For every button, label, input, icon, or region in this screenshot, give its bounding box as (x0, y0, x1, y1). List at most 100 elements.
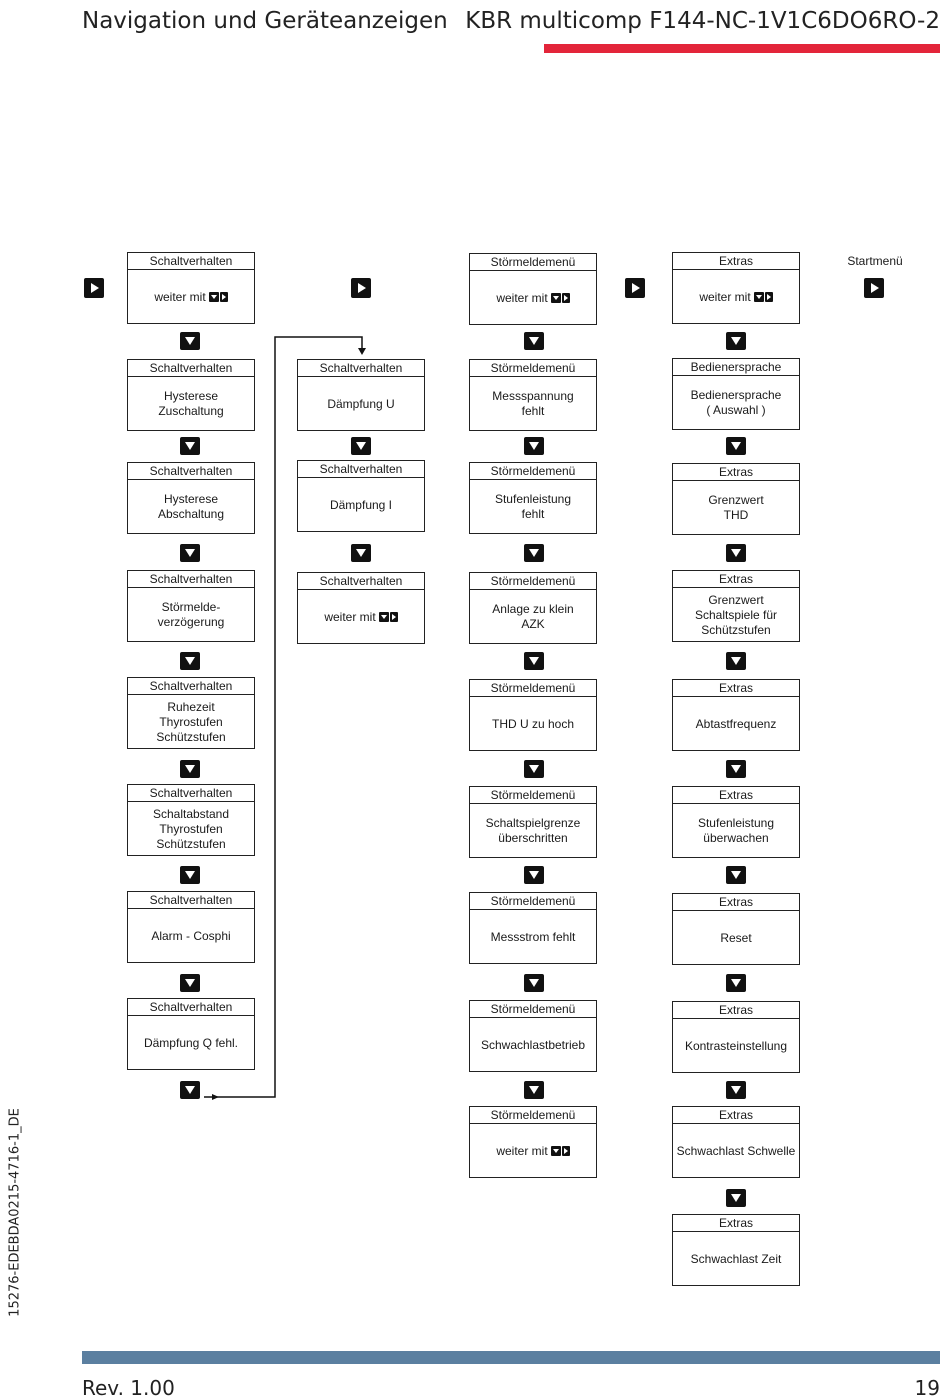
nav-hint-text: weiter mit (154, 289, 206, 304)
menu-screen-title: Extras (673, 464, 799, 481)
down-arrow-key-icon (524, 760, 544, 778)
menu-screen-body: weiter mit (470, 271, 596, 325)
down-arrow-key-icon (180, 866, 200, 884)
menu-screen-body: Abtastfrequenz (695, 716, 777, 731)
menu-screen-body: Dämpfung Q fehl. (143, 1035, 239, 1050)
down-arrow-key-icon (351, 544, 371, 562)
menu-screen-title: Störmeldemenü (470, 360, 596, 377)
down-arrow-key-icon (524, 652, 544, 670)
menu-screen-body: Reset (720, 930, 752, 945)
right-key-icon (764, 292, 773, 302)
menu-screen-title: Störmeldemenü (470, 787, 596, 804)
nav-hint-text: weiter mit (324, 609, 376, 624)
right-arrow-key-icon (625, 278, 645, 298)
menu-screen-body: Hysterese Abschaltung (157, 492, 225, 521)
menu-screen-body: Schwachlast Zeit (690, 1251, 782, 1266)
menu-screen-title: Schaltverhalten (128, 892, 254, 909)
menu-screen-body: Hysterese Zuschaltung (158, 389, 224, 418)
menu-screen-title: Schaltverhalten (128, 999, 254, 1016)
menu-screen-title: Extras (673, 894, 799, 911)
revision-label: Rev. 1.00 (82, 1376, 175, 1400)
menu-screen-body: Ruhezeit Thyrostufen Schützstufen (156, 699, 226, 744)
menu-screen-title: Störmeldemenü (470, 573, 596, 590)
menu-screen-title: Bedienersprache (673, 359, 799, 376)
down-key-icon (753, 292, 764, 302)
menu-screen-title: Störmeldemenü (470, 254, 596, 271)
menu-screen-body: weiter mit (673, 270, 799, 324)
down-arrow-key-icon (180, 974, 200, 992)
menu-screen-title: Störmeldemenü (470, 463, 596, 480)
menu-screen-title: Schaltverhalten (128, 360, 254, 377)
menu-screen-title: Störmeldemenü (470, 1001, 596, 1018)
menu-screen-title: Extras (673, 680, 799, 697)
menu-screen-body: Dämpfung U (327, 396, 395, 411)
down-arrow-key-icon (524, 1081, 544, 1099)
page-header-title: Navigation und Geräteanzeigen (82, 8, 448, 34)
down-arrow-key-icon (726, 544, 746, 562)
menu-screen-title: Extras (673, 787, 799, 804)
menu-screen-title: Extras (673, 1002, 799, 1019)
menu-screen-body: Alarm - Cosphi (151, 928, 231, 943)
menu-screen-body: Messspannung fehlt (492, 389, 574, 418)
menu-screen-body: Schaltspielgrenze überschritten (485, 816, 581, 845)
menu-screen-title: Extras (673, 1107, 799, 1124)
device-model-title: KBR multicomp F144-NC-1V1C6DO6RO-2 (465, 8, 940, 34)
down-arrow-key-icon (180, 760, 200, 778)
right-key-icon (561, 1146, 570, 1156)
right-key-icon (561, 293, 570, 303)
right-arrow-key-icon (864, 278, 884, 298)
menu-screen-body: THD U zu hoch (491, 716, 575, 731)
menu-screen-title: Extras (673, 571, 799, 588)
down-arrow-key-icon (726, 1081, 746, 1099)
nav-hint-text: weiter mit (496, 1143, 548, 1158)
menu-screen-title: Störmeldemenü (470, 893, 596, 910)
nav-hint-text: weiter mit (496, 290, 548, 305)
startmenu-label: Startmenü (847, 254, 903, 268)
right-arrow-key-icon (84, 278, 104, 298)
menu-screen-body: Anlage zu klein AZK (492, 602, 574, 631)
down-arrow-key-icon (180, 332, 200, 350)
menu-screen-title: Schaltverhalten (128, 463, 254, 480)
menu-screen-title: Extras (673, 1215, 799, 1232)
menu-screen-title: Störmeldemenü (470, 1107, 596, 1124)
menu-screen-body: Stufenleistung fehlt (494, 492, 572, 521)
down-key-icon (208, 292, 219, 302)
page-number: 19 (914, 1376, 940, 1400)
connector-arrowhead (212, 1094, 219, 1100)
down-arrow-key-icon (351, 437, 371, 455)
menu-screen-body: weiter mit (128, 270, 254, 324)
down-arrow-key-icon (726, 866, 746, 884)
menu-screen-box: Störmeldemenü weiter mit (469, 1106, 597, 1178)
down-arrow-key-icon (180, 1081, 200, 1099)
menu-screen-title: Schaltverhalten (298, 360, 424, 377)
menu-screen-box: Störmeldemenü weiter mit (469, 253, 597, 325)
menu-screen-body: Bedienersprache ( Auswahl ) (690, 388, 782, 417)
down-arrow-key-icon (726, 760, 746, 778)
down-arrow-key-icon (726, 652, 746, 670)
menu-screen-body: Dämpfung I (329, 497, 393, 512)
menu-screen-body: weiter mit (298, 590, 424, 644)
menu-screen-body: Schwachlast Schwelle (676, 1143, 796, 1158)
menu-screen-body: Kontrasteinstellung (684, 1038, 788, 1053)
menu-screen-title: Schaltverhalten (128, 253, 254, 270)
down-key-icon (550, 293, 561, 303)
down-arrow-key-icon (524, 544, 544, 562)
footer-bar (82, 1351, 940, 1364)
